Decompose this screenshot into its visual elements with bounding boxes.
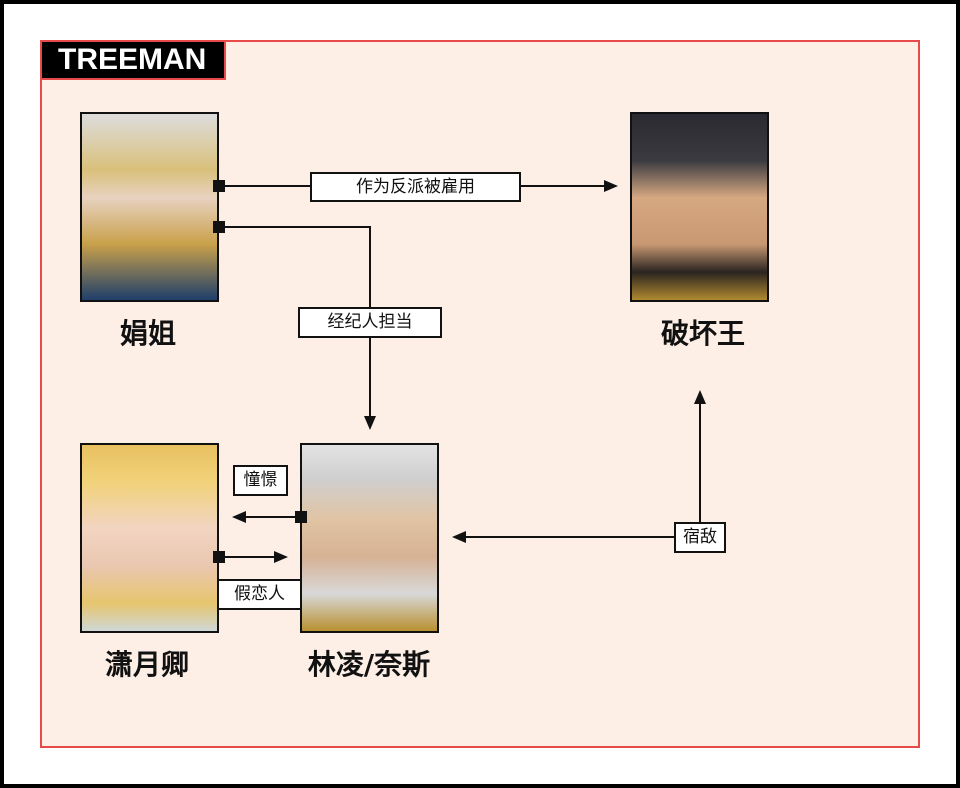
label-manager: 经纪人担当 [298, 307, 442, 338]
portrait-xiaoyueqing [80, 443, 219, 633]
name-juanjie: 娟姐 [119, 317, 176, 350]
portrait-juanjie [80, 112, 219, 302]
edge-manager [219, 226, 371, 418]
arrowhead [604, 180, 618, 192]
arrowhead [274, 551, 288, 563]
arrowhead [694, 390, 706, 404]
portrait-pohuaiwang [630, 112, 769, 302]
arrowhead [232, 511, 246, 523]
edge-start-marker [213, 180, 225, 192]
name-linling: 林凌/奈斯 [307, 648, 431, 681]
edge-start-marker [213, 221, 225, 233]
edge-start-marker [213, 551, 225, 563]
label-admire: 憧憬 [233, 465, 288, 496]
arrowhead [452, 531, 466, 543]
name-pohuaiwang: 破坏王 [660, 317, 745, 350]
label-fake-lover: 假恋人 [217, 579, 302, 610]
edge-start-marker [295, 511, 307, 523]
portrait-linling [300, 443, 439, 633]
diagram-title: TREEMAN [40, 40, 226, 80]
name-xiaoyueqing: 潇月卿 [104, 648, 189, 681]
label-rival: 宿敌 [674, 522, 726, 553]
arrowhead [364, 416, 376, 430]
label-hired: 作为反派被雇用 [310, 172, 521, 202]
